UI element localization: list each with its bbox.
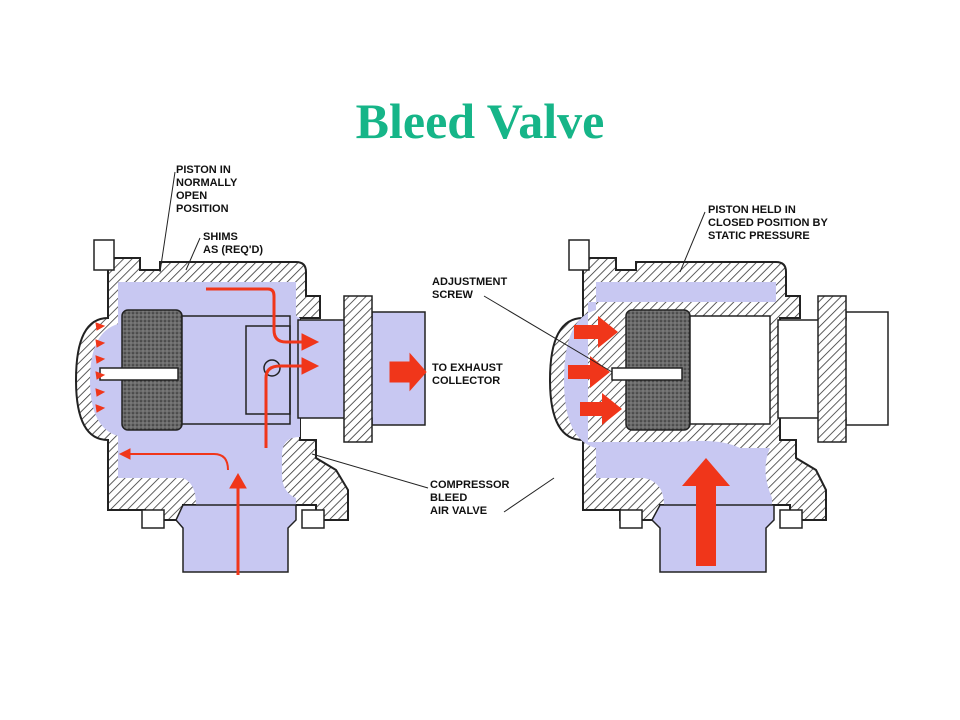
label-compressor-valve-line-3: AIR VALVE — [430, 505, 487, 517]
valve-closed-piston-cylinder — [689, 315, 771, 425]
slide-title: Bleed Valve — [355, 93, 605, 149]
valve-open — [74, 239, 427, 575]
diagram-labels: PISTON IN NORMALLY OPEN POSITION SHIMS A… — [159, 164, 831, 517]
valve-closed-nut-right — [779, 509, 803, 529]
valve-open-flow-arrows — [95, 287, 427, 575]
leader-adjustment-screw — [483, 295, 613, 373]
valve-closed-top-bolt — [568, 239, 590, 271]
label-piston-open: PISTON IN NORMALLY OPEN POSITION — [176, 164, 240, 215]
label-piston-open-line-4: POSITION — [176, 203, 229, 215]
valve-closed-air — [564, 282, 776, 505]
label-to-exhaust-line-2: COLLECTOR — [432, 375, 500, 387]
valve-open-inlet — [175, 504, 297, 573]
flow-arrow-exhaust — [389, 352, 427, 392]
label-piston-open-line-3: OPEN — [176, 190, 207, 202]
flow-arrow-top-head — [301, 333, 320, 351]
leader-compressor-left — [311, 453, 429, 489]
label-shims-line-2: AS (REQ'D) — [203, 244, 263, 256]
flow-arrow-top — [206, 287, 304, 344]
label-adjustment-screw-line-1: ADJUSTMENT — [432, 276, 507, 288]
label-piston-closed-line-3: STATIC PRESSURE — [708, 230, 810, 242]
label-adjustment-screw: ADJUSTMENT SCREW — [432, 276, 510, 301]
pressure-arrow-1 — [574, 316, 618, 348]
leader-shims — [185, 237, 201, 271]
valve-closed-screw — [611, 367, 683, 381]
valve-closed-flange — [817, 295, 847, 443]
flow-arrow-small-2 — [95, 339, 106, 348]
leader-piston-closed — [679, 211, 706, 273]
label-piston-open-line-2: NORMALLY — [176, 177, 238, 189]
flow-arrow-bottom-loop — [126, 453, 229, 471]
valve-closed — [548, 239, 889, 573]
leader-piston-open — [159, 171, 176, 273]
label-adjustment-screw-line-2: SCREW — [432, 289, 474, 301]
leader-compressor-right — [503, 477, 555, 513]
flow-arrow-riser — [264, 364, 304, 448]
valve-closed-flow-arrows — [568, 316, 730, 566]
label-compressor-valve-line-1: COMPRESSOR — [430, 479, 510, 491]
valve-closed-nut-left — [619, 509, 643, 529]
flow-arrow-inlet-head — [229, 472, 247, 489]
flow-arrow-small-1 — [95, 322, 106, 331]
valve-open-nut-left — [141, 509, 165, 529]
label-shims: SHIMS AS (REQ'D) — [203, 231, 263, 256]
label-piston-closed-line-2: CLOSED POSITION BY — [708, 217, 828, 229]
flow-arrow-small-4 — [95, 371, 106, 380]
label-to-exhaust-line-1: TO EXHAUST — [432, 362, 503, 374]
valve-open-top-bolt — [93, 239, 115, 271]
flow-arrow-riser-head — [301, 357, 320, 375]
flow-arrow-small-3 — [95, 355, 106, 364]
flow-arrow-small-5 — [95, 388, 106, 397]
label-compressor-valve: COMPRESSOR BLEED AIR VALVE — [430, 479, 513, 517]
label-piston-open-line-1: PISTON IN — [176, 164, 231, 176]
inlet-arrow-up — [682, 458, 730, 566]
pressure-arrow-3 — [580, 393, 622, 425]
flow-arrow-small-6 — [95, 404, 106, 413]
valve-open-screw — [99, 367, 179, 381]
label-shims-line-1: SHIMS — [203, 231, 238, 243]
label-compressor-valve-line-2: BLEED — [430, 492, 467, 504]
valve-open-flange — [343, 295, 373, 443]
valve-open-guide — [245, 325, 291, 415]
label-to-exhaust: TO EXHAUST COLLECTOR — [432, 362, 506, 387]
valve-open-nut-right — [301, 509, 325, 529]
flow-arrow-bottom-loop-head — [118, 448, 131, 460]
label-piston-closed: PISTON HELD IN CLOSED POSITION BY STATIC… — [708, 204, 831, 242]
label-piston-closed-line-1: PISTON HELD IN — [708, 204, 796, 216]
